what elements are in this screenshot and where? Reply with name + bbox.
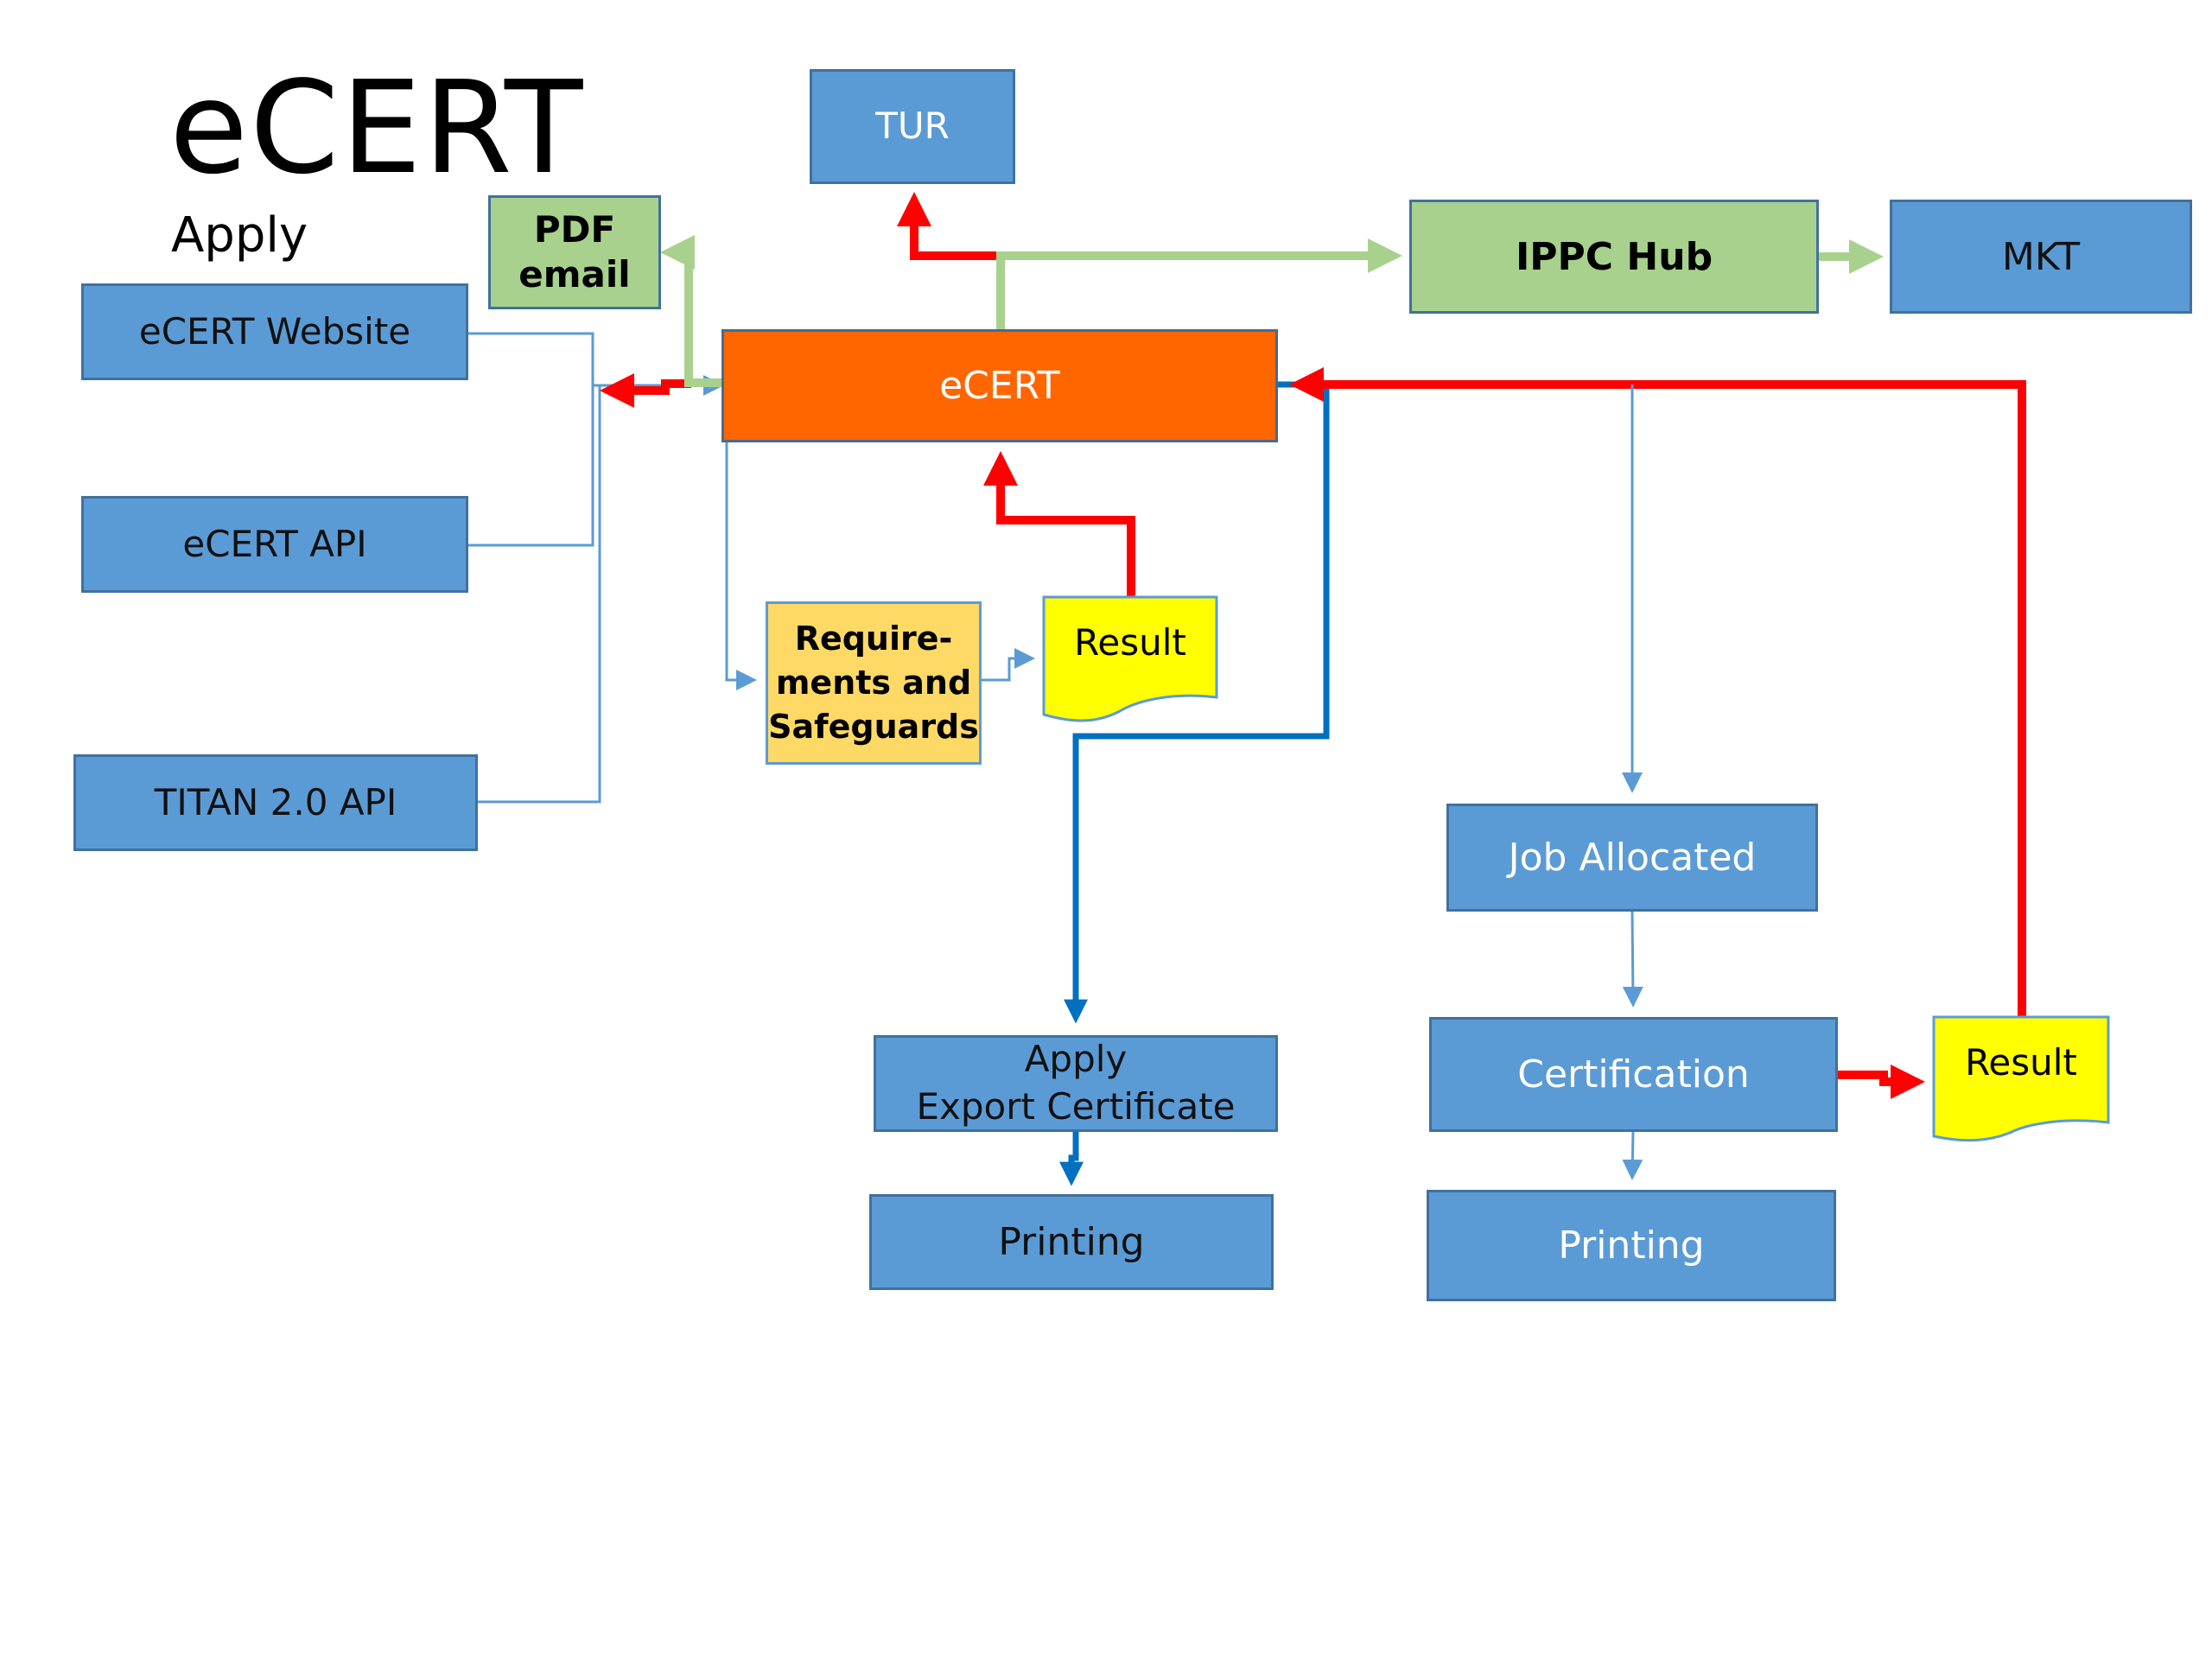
- apply-export-certificate-box[interactable]: Apply Export Certificate: [874, 1035, 1278, 1132]
- connector-website-bus: [468, 332, 594, 385]
- ecert-website-label: eCERT Website: [138, 309, 411, 353]
- connector-job-to-certification: [1622, 911, 1643, 1007]
- ippc-hub-label: IPPC Hub: [1515, 234, 1713, 279]
- connector-certification-to-printing: [1622, 1131, 1643, 1180]
- arrow-ecert-to-pdf-email: [660, 235, 722, 387]
- document-shape-icon: [1042, 595, 1218, 722]
- tur-box[interactable]: TUR: [810, 69, 1015, 184]
- arrow-result-to-ecert: [983, 451, 1135, 597]
- titan-api-box[interactable]: TITAN 2.0 API: [73, 754, 478, 851]
- connector-ecert-to-requirements: [725, 442, 757, 690]
- arrow-apply-export-to-printing: [1059, 1132, 1084, 1186]
- result-upper-document[interactable]: Result: [1042, 595, 1218, 723]
- arrow-ecert-to-ippc: [996, 238, 1402, 329]
- mkt-box[interactable]: MKT: [1890, 200, 2192, 314]
- result-right-label: Result: [1965, 1041, 2077, 1084]
- result-upper-label: Result: [1074, 621, 1186, 664]
- connector-titan-bus: [478, 385, 601, 804]
- arrow-ecert-to-inputs: [600, 373, 691, 408]
- apply-export-certificate-label: Apply Export Certificate: [916, 1038, 1236, 1128]
- printing-right-label: Printing: [1558, 1224, 1705, 1268]
- ecert-api-label: eCERT API: [182, 522, 367, 565]
- certification-label: Certification: [1517, 1052, 1750, 1096]
- ecert-main-box[interactable]: eCERT: [721, 329, 1278, 442]
- document-shape-icon: [1932, 1015, 2110, 1142]
- ippc-hub-box[interactable]: IPPC Hub: [1409, 200, 1819, 314]
- requirements-safeguards-box[interactable]: Require- ments and Safeguards: [766, 601, 982, 765]
- diagram-title: eCERT: [169, 54, 585, 202]
- ecert-website-box[interactable]: eCERT Website: [81, 283, 468, 380]
- pdf-email-box[interactable]: PDF email: [488, 195, 661, 309]
- requirements-safeguards-label: Require- ments and Safeguards: [768, 619, 979, 747]
- job-allocated-box[interactable]: Job Allocated: [1446, 804, 1818, 912]
- ecert-main-label: eCERT: [939, 364, 1060, 408]
- job-allocated-label: Job Allocated: [1508, 836, 1757, 880]
- connector-requirements-to-result: [982, 648, 1035, 682]
- certification-box[interactable]: Certification: [1429, 1017, 1838, 1132]
- printing-right-box[interactable]: Printing: [1427, 1190, 1836, 1301]
- mkt-label: MKT: [2001, 234, 2081, 279]
- result-right-document[interactable]: Result: [1932, 1015, 2110, 1143]
- titan-api-label: TITAN 2.0 API: [154, 780, 397, 823]
- arrow-right-result-to-ecert: [1289, 367, 2026, 1017]
- arrow-ecert-to-tur: [897, 192, 1001, 260]
- tur-label: TUR: [875, 105, 950, 148]
- apply-heading: Apply: [171, 207, 308, 264]
- pdf-email-label: PDF email: [518, 207, 631, 296]
- printing-left-box[interactable]: Printing: [869, 1194, 1274, 1290]
- ecert-api-box[interactable]: eCERT API: [81, 496, 468, 593]
- printing-left-label: Printing: [998, 1220, 1145, 1264]
- connector-api-bus: [468, 385, 594, 547]
- arrow-certification-to-result: [1838, 1065, 1925, 1099]
